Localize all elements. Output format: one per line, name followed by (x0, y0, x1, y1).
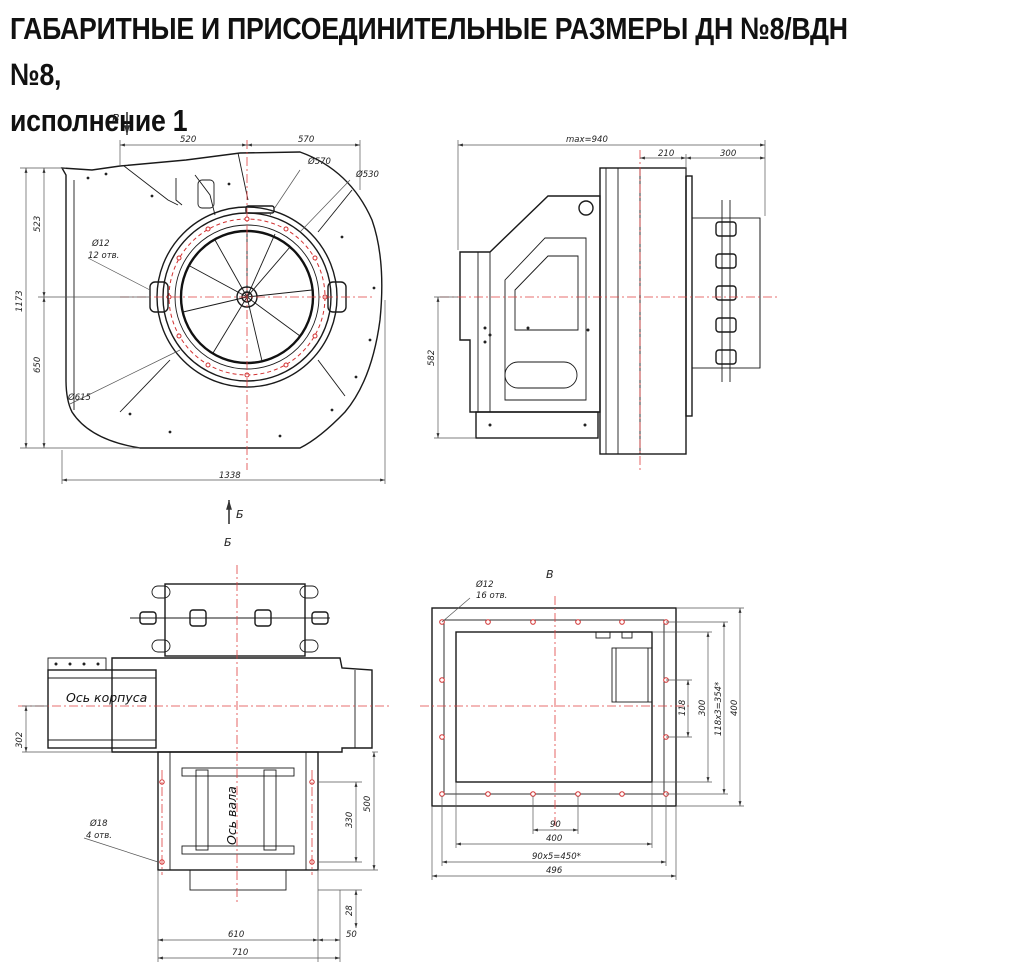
page-title: ГАБАРИТНЫЕ И ПРИСОЕДИНИТЕЛЬНЫЕ РАЗМЕРЫ Д… (10, 6, 870, 144)
flange-dim-400h: 400 (546, 834, 562, 844)
dim-d530: Ø530 (355, 169, 379, 180)
flange-holes-16: 16 отв. (476, 591, 507, 601)
title-line-2: исполнение 1 (10, 103, 188, 138)
dim-520: 520 (180, 135, 196, 145)
outlet-flange (431, 607, 677, 807)
dim-570: 570 (298, 135, 314, 145)
axis-shaft-label: Ось вала (224, 786, 239, 845)
dim-d12: Ø12 (91, 238, 110, 249)
dim-1173: 1173 (15, 290, 25, 312)
flange-dim-90: 90 (550, 820, 561, 830)
title-line-1: ГАБАРИТНЫЕ И ПРИСОЕДИНИТЕЛЬНЫЕ РАЗМЕРЫ Д… (10, 11, 848, 92)
dim-523: 523 (33, 216, 43, 232)
outlet-opening (455, 631, 653, 783)
base (475, 411, 599, 439)
view-marker-bottom: Б (236, 508, 244, 521)
dim-500: 500 (363, 796, 373, 812)
housing-outline (60, 151, 383, 449)
holes-12: 12 отв. (88, 251, 119, 261)
view-label-bottom: Б (224, 536, 232, 549)
dim-650: 650 (33, 357, 43, 373)
dim-d570: Ø570 (307, 156, 331, 167)
dim-582: 582 (427, 350, 437, 366)
vibration-mounts (715, 221, 737, 365)
motor-frame (459, 195, 601, 413)
dim-90x5: 90x5=450* (532, 852, 581, 862)
dim-max940: max=940 (566, 135, 608, 145)
dim-1338: 1338 (219, 471, 241, 481)
dim-d18: Ø18 (89, 818, 108, 829)
holes-18: 4 отв. (86, 831, 112, 841)
vibration-mounts-bottom (139, 609, 329, 627)
view-marker-top: В (112, 112, 120, 125)
dim-118: 118 (678, 699, 688, 716)
inlet-flange (691, 217, 761, 369)
view-marker-flange: В (546, 568, 554, 581)
dim-710: 710 (232, 948, 248, 958)
impeller-blades (182, 231, 313, 362)
flange-dim-300: 300 (698, 700, 708, 716)
housing-bottom (111, 657, 373, 753)
housing-side (599, 167, 687, 455)
dim-d615: Ø615 (67, 392, 91, 403)
dim-300: 300 (720, 149, 736, 159)
side-view: max=940 210 300 582 (427, 135, 780, 470)
flange-dim-400v: 400 (730, 700, 740, 716)
flange-view: В (420, 568, 744, 880)
bottom-view: Ось корпуса Ось вала (15, 565, 390, 962)
flange-dim-d12: Ø12 (475, 579, 494, 590)
axis-body-label: Ось корпуса (66, 690, 147, 705)
flange-bolt-holes (439, 619, 669, 797)
dim-50: 50 (346, 930, 357, 940)
dim-330: 330 (345, 812, 355, 828)
dim-28: 28 (345, 905, 355, 916)
dim-496: 496 (546, 866, 563, 876)
base-mount-holes (159, 779, 315, 865)
top-flange (164, 583, 306, 657)
dim-210: 210 (658, 149, 674, 159)
dim-118x3: 118x3=354* (714, 682, 724, 736)
dim-610: 610 (228, 930, 244, 940)
dim-302: 302 (15, 732, 25, 748)
front-view: В (15, 112, 386, 549)
